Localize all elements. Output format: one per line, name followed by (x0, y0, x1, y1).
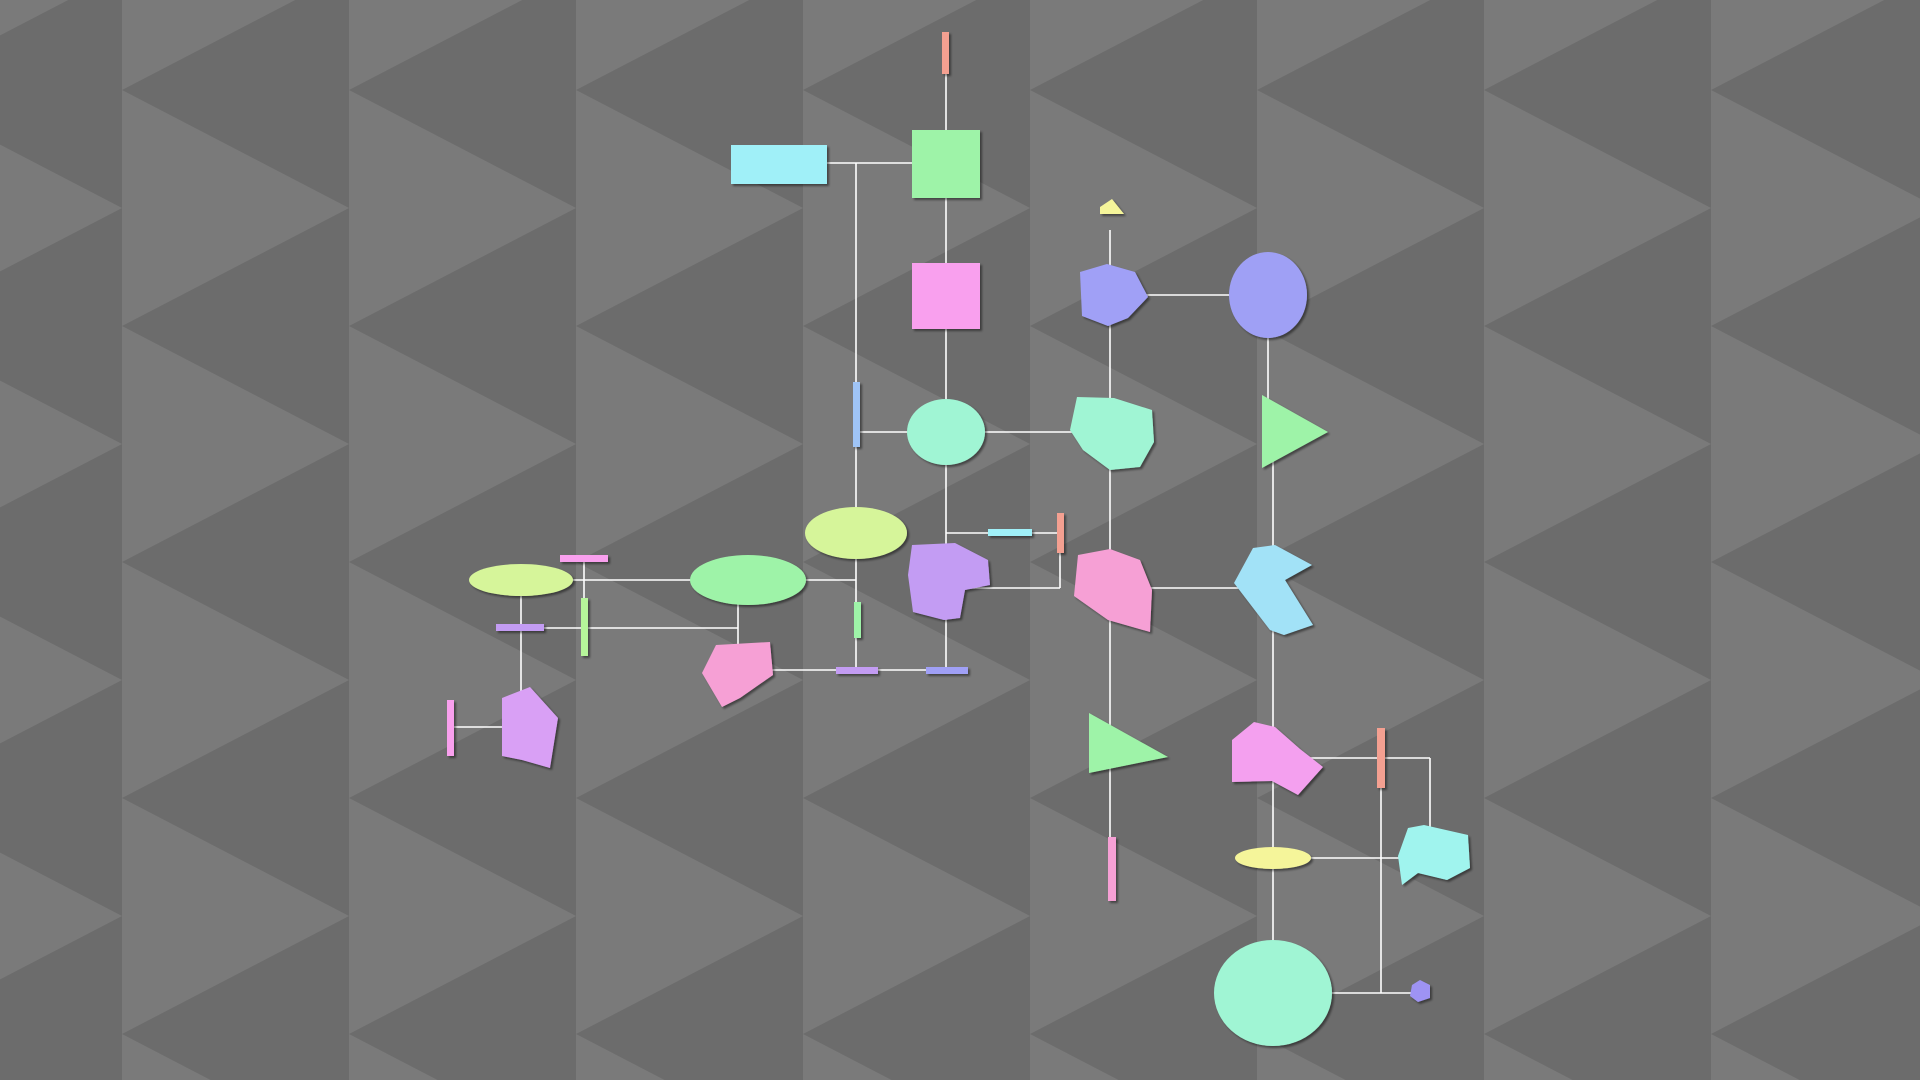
node-arrow-sky[interactable] (1234, 545, 1313, 635)
node-bar-purple-horizontal[interactable] (496, 624, 544, 631)
node-pentagon-violet[interactable] (502, 687, 558, 768)
node-blob-magenta[interactable] (1232, 722, 1323, 795)
node-bar-blue-vertical[interactable] (853, 382, 860, 447)
node-bar-pink-bottom[interactable] (1108, 837, 1116, 901)
node-circle-periwinkle[interactable] (1229, 252, 1307, 338)
node-circle-mint-bottom[interactable] (1214, 940, 1332, 1046)
node-heptagon-periwinkle[interactable] (1080, 264, 1148, 326)
node-rectangle-cyan[interactable] (731, 145, 827, 184)
node-triangle-green-lower[interactable] (1089, 713, 1168, 773)
node-bar-salmon-top[interactable] (942, 32, 949, 74)
node-bar-blue-lower[interactable] (926, 667, 968, 674)
node-triangle-yellow-small[interactable] (1100, 199, 1124, 214)
node-bar-cyan-horizontal[interactable] (988, 529, 1032, 536)
node-heptagon-mint[interactable] (1070, 397, 1154, 470)
node-bar-salmon-right[interactable] (1377, 728, 1385, 788)
node-bar-purple-lower[interactable] (836, 667, 878, 674)
node-ellipse-lime-left[interactable] (469, 564, 573, 596)
node-blob-aqua[interactable] (1398, 825, 1470, 885)
node-ellipse-lime-upper[interactable] (805, 507, 907, 559)
node-bar-salmon-vertical[interactable] (1057, 513, 1064, 553)
node-ellipse-green[interactable] (690, 555, 806, 605)
node-pentagon-pink-center[interactable] (1074, 549, 1152, 632)
node-pentagon-pink[interactable] (702, 642, 773, 707)
node-blob-purple-center[interactable] (908, 543, 990, 620)
node-triangle-green-right[interactable] (1262, 395, 1328, 468)
node-blob-purple-small[interactable] (1410, 980, 1430, 1002)
node-square-green[interactable] (912, 130, 980, 198)
node-ellipse-yellow[interactable] (1235, 847, 1311, 869)
diagram-nodes (447, 32, 1470, 1046)
node-bar-green-vertical-left[interactable] (581, 598, 588, 656)
node-bar-green-vertical-center[interactable] (854, 602, 861, 638)
node-bar-pink-horizontal[interactable] (560, 555, 608, 562)
node-bar-pink-left[interactable] (447, 700, 454, 756)
node-square-pink[interactable] (912, 263, 980, 329)
node-ellipse-mint[interactable] (907, 399, 985, 465)
